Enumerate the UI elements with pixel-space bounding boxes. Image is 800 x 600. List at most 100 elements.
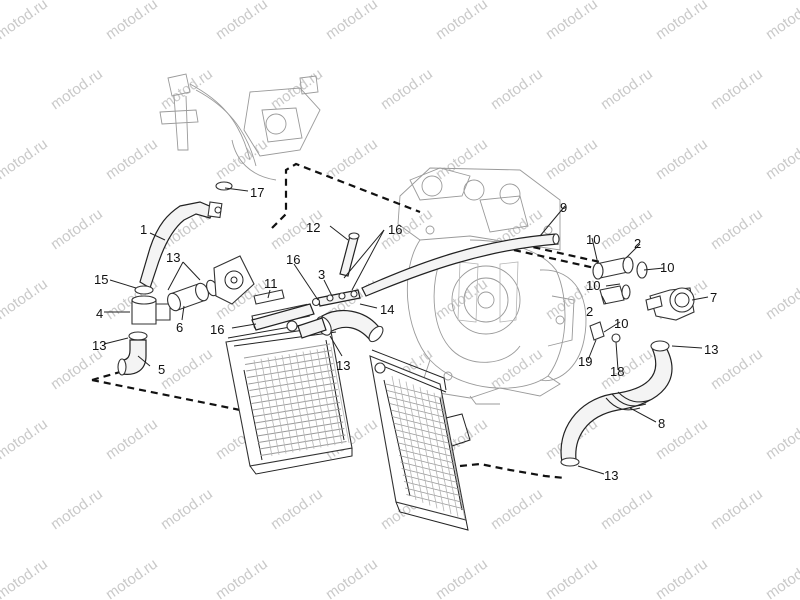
radiator-fin xyxy=(400,461,457,477)
watermark-text: motod.ru xyxy=(48,65,106,113)
watermark-text: motod.ru xyxy=(103,0,161,43)
watermark-text: motod.ru xyxy=(378,205,436,253)
radiator-fin xyxy=(395,435,452,451)
callout-13e: 13 xyxy=(604,468,618,483)
radiator-fin xyxy=(247,363,334,378)
radiator-fin xyxy=(259,434,346,450)
radiator-fin xyxy=(302,351,322,448)
watermark-text: motod.ru xyxy=(763,275,800,323)
callout-3: 3 xyxy=(318,267,325,282)
callout-1: 1 xyxy=(140,222,147,237)
hoses-and-fittings xyxy=(117,181,695,467)
watermark-text: motod.ru xyxy=(0,555,51,600)
watermark-text: motod.ru xyxy=(158,485,216,533)
watermark-text: motod.ru xyxy=(103,555,161,600)
radiator-fin xyxy=(394,429,451,444)
watermark-text: motod.ru xyxy=(0,135,51,183)
radiator-fin xyxy=(405,381,431,506)
radiator-fin xyxy=(393,422,450,438)
watermark-text: motod.ru xyxy=(488,485,546,533)
radiator-fin xyxy=(402,474,459,490)
radiator-fin xyxy=(260,441,347,456)
watermark-text: motod.ru xyxy=(543,0,601,43)
radiator-fin xyxy=(330,346,350,443)
callout-2a: 2 xyxy=(634,236,641,251)
watermark-text: motod.ru xyxy=(323,135,381,183)
radiator-fin xyxy=(390,409,447,425)
watermark-text: motod.ru xyxy=(598,65,656,113)
callout-14: 14 xyxy=(380,302,394,317)
callout-12: 12 xyxy=(306,220,320,235)
callout-13b: 13 xyxy=(92,338,106,353)
radiator-left xyxy=(225,303,353,475)
watermark-text: motod.ru xyxy=(103,415,161,463)
radiator-fin xyxy=(246,356,333,372)
callout-11: 11 xyxy=(264,276,278,291)
radiator-fin xyxy=(253,359,273,457)
radiator-fin xyxy=(252,395,339,411)
watermark-text: motod.ru xyxy=(323,555,381,600)
watermark-text: motod.ru xyxy=(268,485,326,533)
radiator-fin xyxy=(323,347,343,445)
watermark-text: motod.ru xyxy=(598,485,656,533)
radiator-fin xyxy=(288,353,308,451)
radiator-fin xyxy=(426,389,452,515)
radiator-fin xyxy=(274,356,294,453)
radiator-fin xyxy=(254,408,342,424)
radiator-fin xyxy=(295,352,315,449)
radiator-fin xyxy=(433,392,459,517)
watermark-text: motod.ru xyxy=(708,485,766,533)
watermark-text: motod.ru xyxy=(433,275,491,323)
watermark-text: motod.ru xyxy=(763,135,800,183)
radiator-fin xyxy=(399,455,456,470)
engine-block xyxy=(397,167,587,405)
watermark-text: motod.ru xyxy=(708,205,766,253)
radiator-fin xyxy=(389,403,446,418)
watermark-text: motod.ru xyxy=(48,205,106,253)
callout-16a: 16 xyxy=(388,222,402,237)
leader-lines xyxy=(103,187,709,475)
watermark-text: motod.ru xyxy=(433,0,491,43)
callout-16c: 16 xyxy=(210,322,224,337)
watermark-text: motod.ru xyxy=(653,0,711,43)
callout-6: 6 xyxy=(176,320,183,335)
radiator-fin xyxy=(253,402,340,417)
callout-7: 7 xyxy=(710,290,717,305)
callout-8: 8 xyxy=(658,416,665,431)
radiator-fin xyxy=(260,358,280,455)
watermark-text: motod.ru xyxy=(48,485,106,533)
radiator-fin xyxy=(316,349,336,446)
radiator-fin xyxy=(267,357,287,454)
callout-17: 17 xyxy=(250,185,264,200)
radiator-fin xyxy=(309,350,329,447)
radiator-fin xyxy=(397,448,455,464)
radiator-fin xyxy=(243,343,331,359)
callout-15: 15 xyxy=(94,272,108,287)
callout-10b: 10 xyxy=(660,260,674,275)
callout-labels: 1 2 2 3 4 5 6 7 8 9 10 10 10 10 11 12 13… xyxy=(92,185,718,483)
radiator-fin xyxy=(251,389,338,404)
radiator-right xyxy=(369,349,471,531)
watermark-text: motod.ru xyxy=(763,555,800,600)
callout-19: 19 xyxy=(578,354,592,369)
watermark-text: motod.ru xyxy=(213,0,271,43)
watermark-text: motod.ru xyxy=(433,135,491,183)
watermark-text: motod.ru xyxy=(488,345,546,393)
water-pump-assembly-faint xyxy=(159,73,321,181)
callout-13d: 13 xyxy=(704,342,718,357)
radiator-fin xyxy=(412,384,438,509)
callout-16b: 16 xyxy=(286,252,300,267)
watermark-text: motod.ru xyxy=(488,65,546,113)
radiator-fin xyxy=(257,421,344,437)
watermark-text: motod.ru xyxy=(0,275,51,323)
radiator-fin xyxy=(256,415,343,430)
radiator-fin xyxy=(403,481,461,496)
radiator-fin xyxy=(401,468,458,483)
callout-2b: 2 xyxy=(586,304,593,319)
radiator-fin xyxy=(281,355,301,452)
watermark-text: motod.ru xyxy=(543,135,601,183)
callout-10c: 10 xyxy=(586,278,600,293)
watermark-text: motod.ru xyxy=(708,65,766,113)
radiator-fin xyxy=(440,395,466,520)
watermark-text: motod.ru xyxy=(543,555,601,600)
